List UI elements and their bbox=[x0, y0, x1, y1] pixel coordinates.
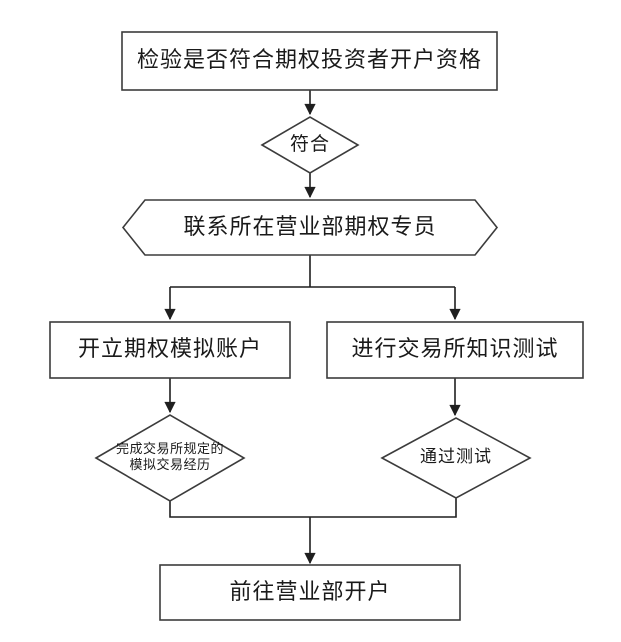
hexagon-contact-specialist bbox=[121, 199, 499, 256]
node-label-check-eligibility: 检验是否符合期权投资者开户资格 bbox=[136, 48, 482, 74]
process-box-check-eligibility bbox=[121, 31, 498, 91]
node-label-open-sim-account: 开立期权模拟账户 bbox=[77, 337, 262, 363]
process-box-open-sim-account bbox=[49, 321, 291, 379]
decision-diamond-sim-experience bbox=[94, 414, 246, 502]
node-label-sim-experience-line1: 完成交易所规定的 bbox=[115, 441, 224, 457]
node-label-contact-specialist: 联系所在营业部期权专员 bbox=[183, 214, 437, 240]
decision-diamond-pass-test bbox=[380, 417, 532, 499]
edge-merge bbox=[169, 498, 457, 518]
edge-contact-split bbox=[170, 255, 455, 288]
node-label-sim-experience: 完成交易所规定的 模拟交易经历 bbox=[96, 415, 244, 501]
decision-diamond-qualified bbox=[260, 116, 360, 174]
node-label-qualified: 符合 bbox=[289, 133, 330, 156]
node-label-go-open-account: 前往营业部开户 bbox=[229, 579, 391, 605]
process-box-go-open-account bbox=[159, 564, 461, 621]
process-box-knowledge-test bbox=[326, 321, 584, 379]
node-label-pass-test: 通过测试 bbox=[420, 447, 492, 468]
node-label-sim-experience-line2: 模拟交易经历 bbox=[129, 458, 211, 473]
node-label-knowledge-test: 进行交易所知识测试 bbox=[351, 337, 559, 363]
